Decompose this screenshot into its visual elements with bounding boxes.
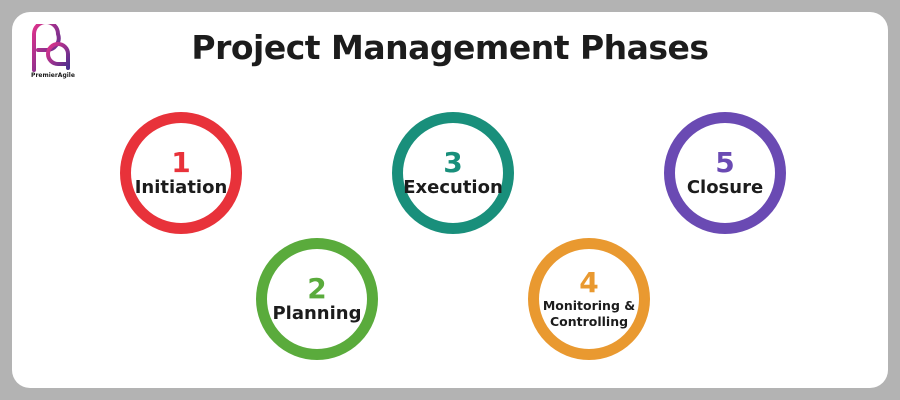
phase-circle-monitoring-controlling: 4 Monitoring & Controlling xyxy=(528,238,650,360)
phase-circle-initiation: 1 Initiation xyxy=(120,112,242,234)
phase-label: Planning xyxy=(272,303,362,324)
logo-text: PremierAgile xyxy=(31,72,75,79)
premieragile-logo-icon xyxy=(24,24,80,88)
phase-circle-execution: 3 Execution xyxy=(392,112,514,234)
page-title: Project Management Phases xyxy=(191,28,709,67)
phase-label: Initiation xyxy=(134,177,228,198)
phase-label: Closure xyxy=(686,177,764,198)
phase-label: Monitoring & Controlling xyxy=(542,298,636,329)
phase-number: 3 xyxy=(443,146,463,179)
phase-circle-planning: 2 Planning xyxy=(256,238,378,360)
phase-number: 4 xyxy=(579,266,599,299)
phase-number: 5 xyxy=(715,146,735,179)
phase-number: 2 xyxy=(307,272,327,305)
phase-label: Execution xyxy=(403,177,503,198)
phase-circle-closure: 5 Closure xyxy=(664,112,786,234)
phase-number: 1 xyxy=(171,146,191,179)
